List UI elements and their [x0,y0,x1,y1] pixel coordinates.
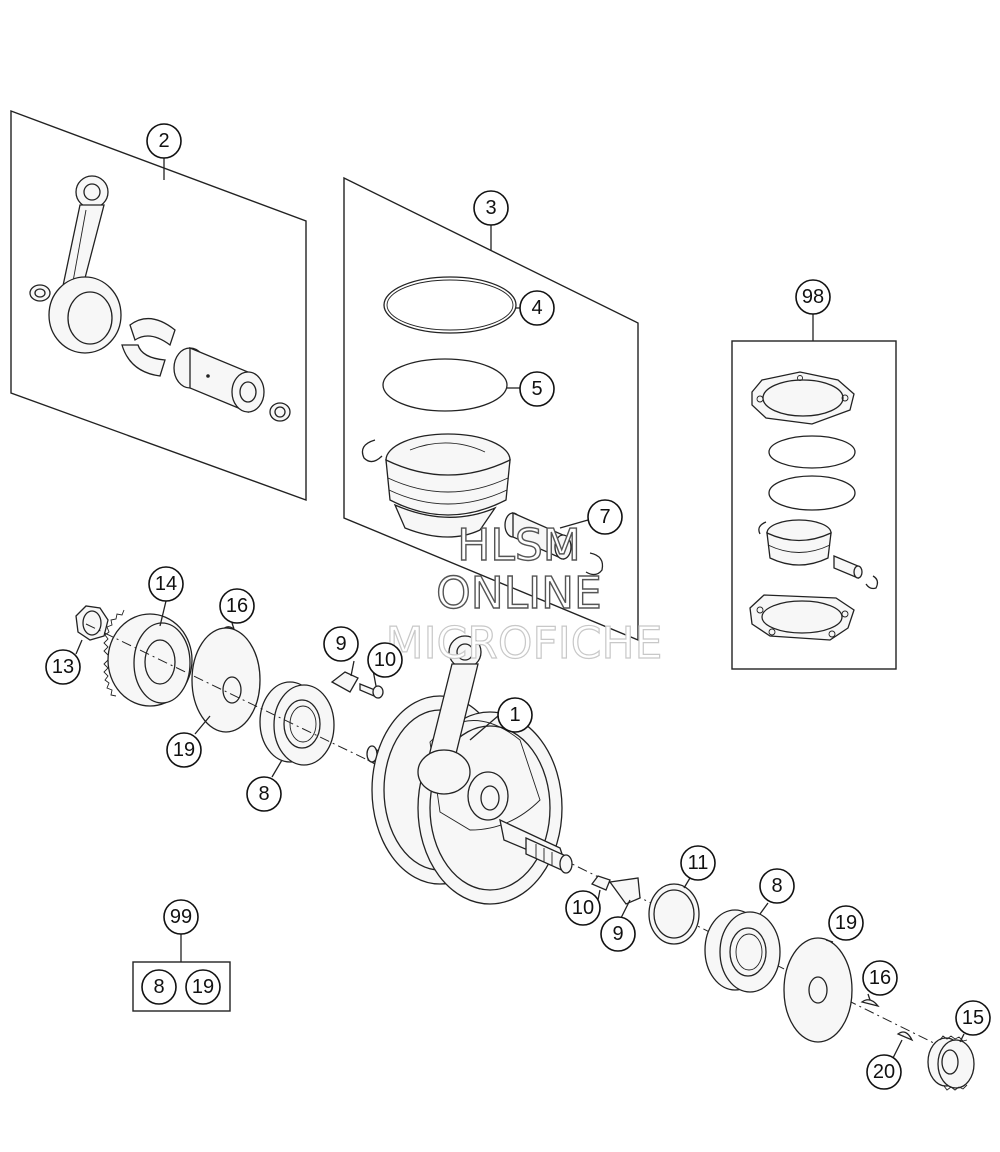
piston-ring-second-drawing [382,358,520,412]
callout-1[interactable]: 1 [497,697,533,733]
svg-text:3: 3 [485,197,496,219]
timing-gear-drawing [927,1033,975,1091]
callout-16-right[interactable]: 16 [862,960,898,996]
piston-drawing [385,433,511,538]
nut-drawing [75,605,109,641]
svg-text:2: 2 [158,130,169,152]
svg-text:15: 15 [962,1007,984,1029]
svg-text:98: 98 [802,286,824,308]
callout-3[interactable]: 3 [473,190,509,226]
svg-text:9: 9 [612,923,623,945]
callout-9-right[interactable]: 9 [600,916,636,952]
callout-15[interactable]: 15 [955,1000,991,1036]
bearing-shell-drawing [121,318,176,377]
leader-lines [75,600,871,1001]
key-right-drawing [896,1031,914,1042]
connecting-rod-drawing [48,175,122,354]
svg-text:8: 8 [258,783,269,805]
watermark: HLSM ONLINE MICROFICHE [385,519,663,669]
svg-text:19: 19 [192,976,214,998]
callout-98[interactable]: 98 [795,279,831,315]
axis-line-right [559,857,953,1053]
svg-text:14: 14 [155,573,177,595]
bush-left-drawing [29,284,51,302]
gasket-ring-a-drawing [768,435,856,469]
primary-gear-drawing [103,609,193,707]
svg-text:8: 8 [153,976,164,998]
circlip-left-drawing [361,439,383,463]
callout-11[interactable]: 11 [680,845,716,881]
callout-99[interactable]: 99 [163,899,199,935]
svg-text:11: 11 [688,852,709,874]
watermark-line1: HLSM [457,520,581,571]
svg-text:10: 10 [572,897,594,919]
axis-line-left [85,623,381,767]
callout-4[interactable]: 4 [519,290,555,326]
crankshaft-drawing [366,635,573,905]
callout-19-right[interactable]: 19 [828,905,864,941]
callout-10-right[interactable]: 10 [565,890,601,926]
circlip-right-drawing [585,552,604,576]
svg-text:16: 16 [226,595,248,617]
callout-7[interactable]: 7 [587,499,623,535]
svg-text:10: 10 [374,649,396,671]
callout-8-left[interactable]: 8 [246,776,282,812]
panel-piston-kit [343,176,639,642]
svg-text:8: 8 [771,875,782,897]
callout-5[interactable]: 5 [519,371,555,407]
svg-text:9: 9 [335,633,346,655]
svg-text:19: 19 [173,739,195,761]
callout-19-left[interactable]: 19 [166,732,202,768]
bush-right-drawing [269,402,291,422]
svg-text:7: 7 [599,506,610,528]
panel-connecting-rod-kit [10,109,307,501]
crank-pin-drawing [173,347,265,413]
svg-text:19: 19 [835,912,857,934]
washer-drawing [648,883,700,945]
panel-gasket-set [731,314,897,670]
callout-19-kit[interactable]: 19 [185,969,221,1005]
shim-right-drawing [783,937,853,1043]
watermark-line3: MICROFICHE [386,618,663,669]
callouts: 2 3 4 5 7 98 14 16 13 9 10 1 19 8 11 8 1… [45,123,991,1090]
woodruff-key-right-drawing [860,999,880,1008]
bearing-right-drawing [704,909,781,993]
mini-piston-pin-drawing [833,555,879,590]
shim-left-drawing [191,627,261,733]
head-gasket-drawing [751,371,855,425]
svg-text:13: 13 [52,656,74,678]
svg-text:20: 20 [873,1061,895,1083]
bearing-left-drawing [259,681,335,766]
callout-14[interactable]: 14 [148,566,184,602]
svg-text:4: 4 [531,297,542,319]
base-gasket-drawing [749,594,855,641]
lock-washer-bolt-left-drawing [330,660,384,699]
piston-ring-top-drawing [383,276,520,334]
watermark-line2: ONLINE [436,568,602,619]
piston-pin-drawing [504,512,572,560]
svg-text:1: 1 [509,704,520,726]
callout-13[interactable]: 13 [45,649,81,685]
callout-9-left[interactable]: 9 [323,626,359,662]
lock-washer-bolt-right-drawing [590,875,641,905]
gasket-ring-b-drawing [768,475,856,511]
svg-text:99: 99 [170,906,192,928]
mini-piston-drawing [758,519,832,566]
callout-16-left[interactable]: 16 [219,588,255,624]
callout-8-right[interactable]: 8 [759,868,795,904]
callout-10-left[interactable]: 10 [367,642,403,678]
callout-8-kit[interactable]: 8 [141,969,177,1005]
svg-text:16: 16 [869,967,891,989]
callout-20[interactable]: 20 [866,1054,902,1090]
callout-2[interactable]: 2 [146,123,182,159]
svg-text:5: 5 [531,378,542,400]
